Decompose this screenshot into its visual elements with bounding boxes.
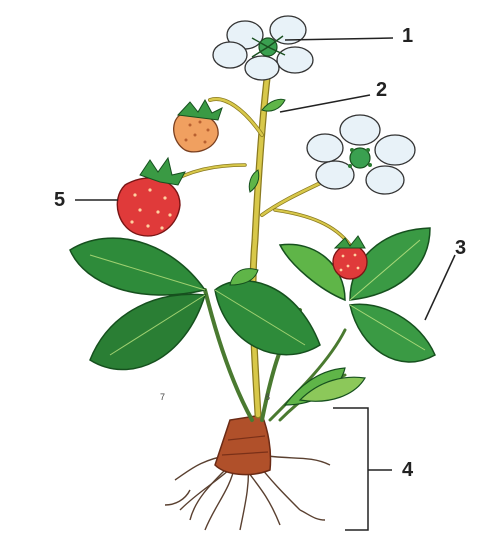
- label-2: 2: [376, 80, 387, 100]
- young-leaves: [285, 368, 365, 405]
- leaf-left-upper: [70, 238, 205, 295]
- rhizome: [215, 415, 271, 475]
- ripe-berry: [117, 158, 185, 236]
- unripe-berry: [174, 100, 222, 152]
- pointer-line-3: [425, 255, 455, 320]
- flower-top: [213, 16, 313, 80]
- flower-right: [307, 115, 415, 194]
- label-3: 3: [455, 238, 466, 258]
- label-4: 4: [402, 460, 413, 480]
- label-7: 7: [160, 393, 165, 402]
- bracket-4: [333, 408, 368, 530]
- leaf-center: [215, 281, 320, 355]
- label-5: 5: [54, 190, 65, 210]
- label-1: 1: [402, 26, 413, 46]
- label-8: 8: [265, 393, 270, 402]
- leaf-left-lower: [90, 294, 205, 369]
- pointer-line-2: [280, 95, 370, 112]
- leaf-right-bottom: [350, 304, 435, 362]
